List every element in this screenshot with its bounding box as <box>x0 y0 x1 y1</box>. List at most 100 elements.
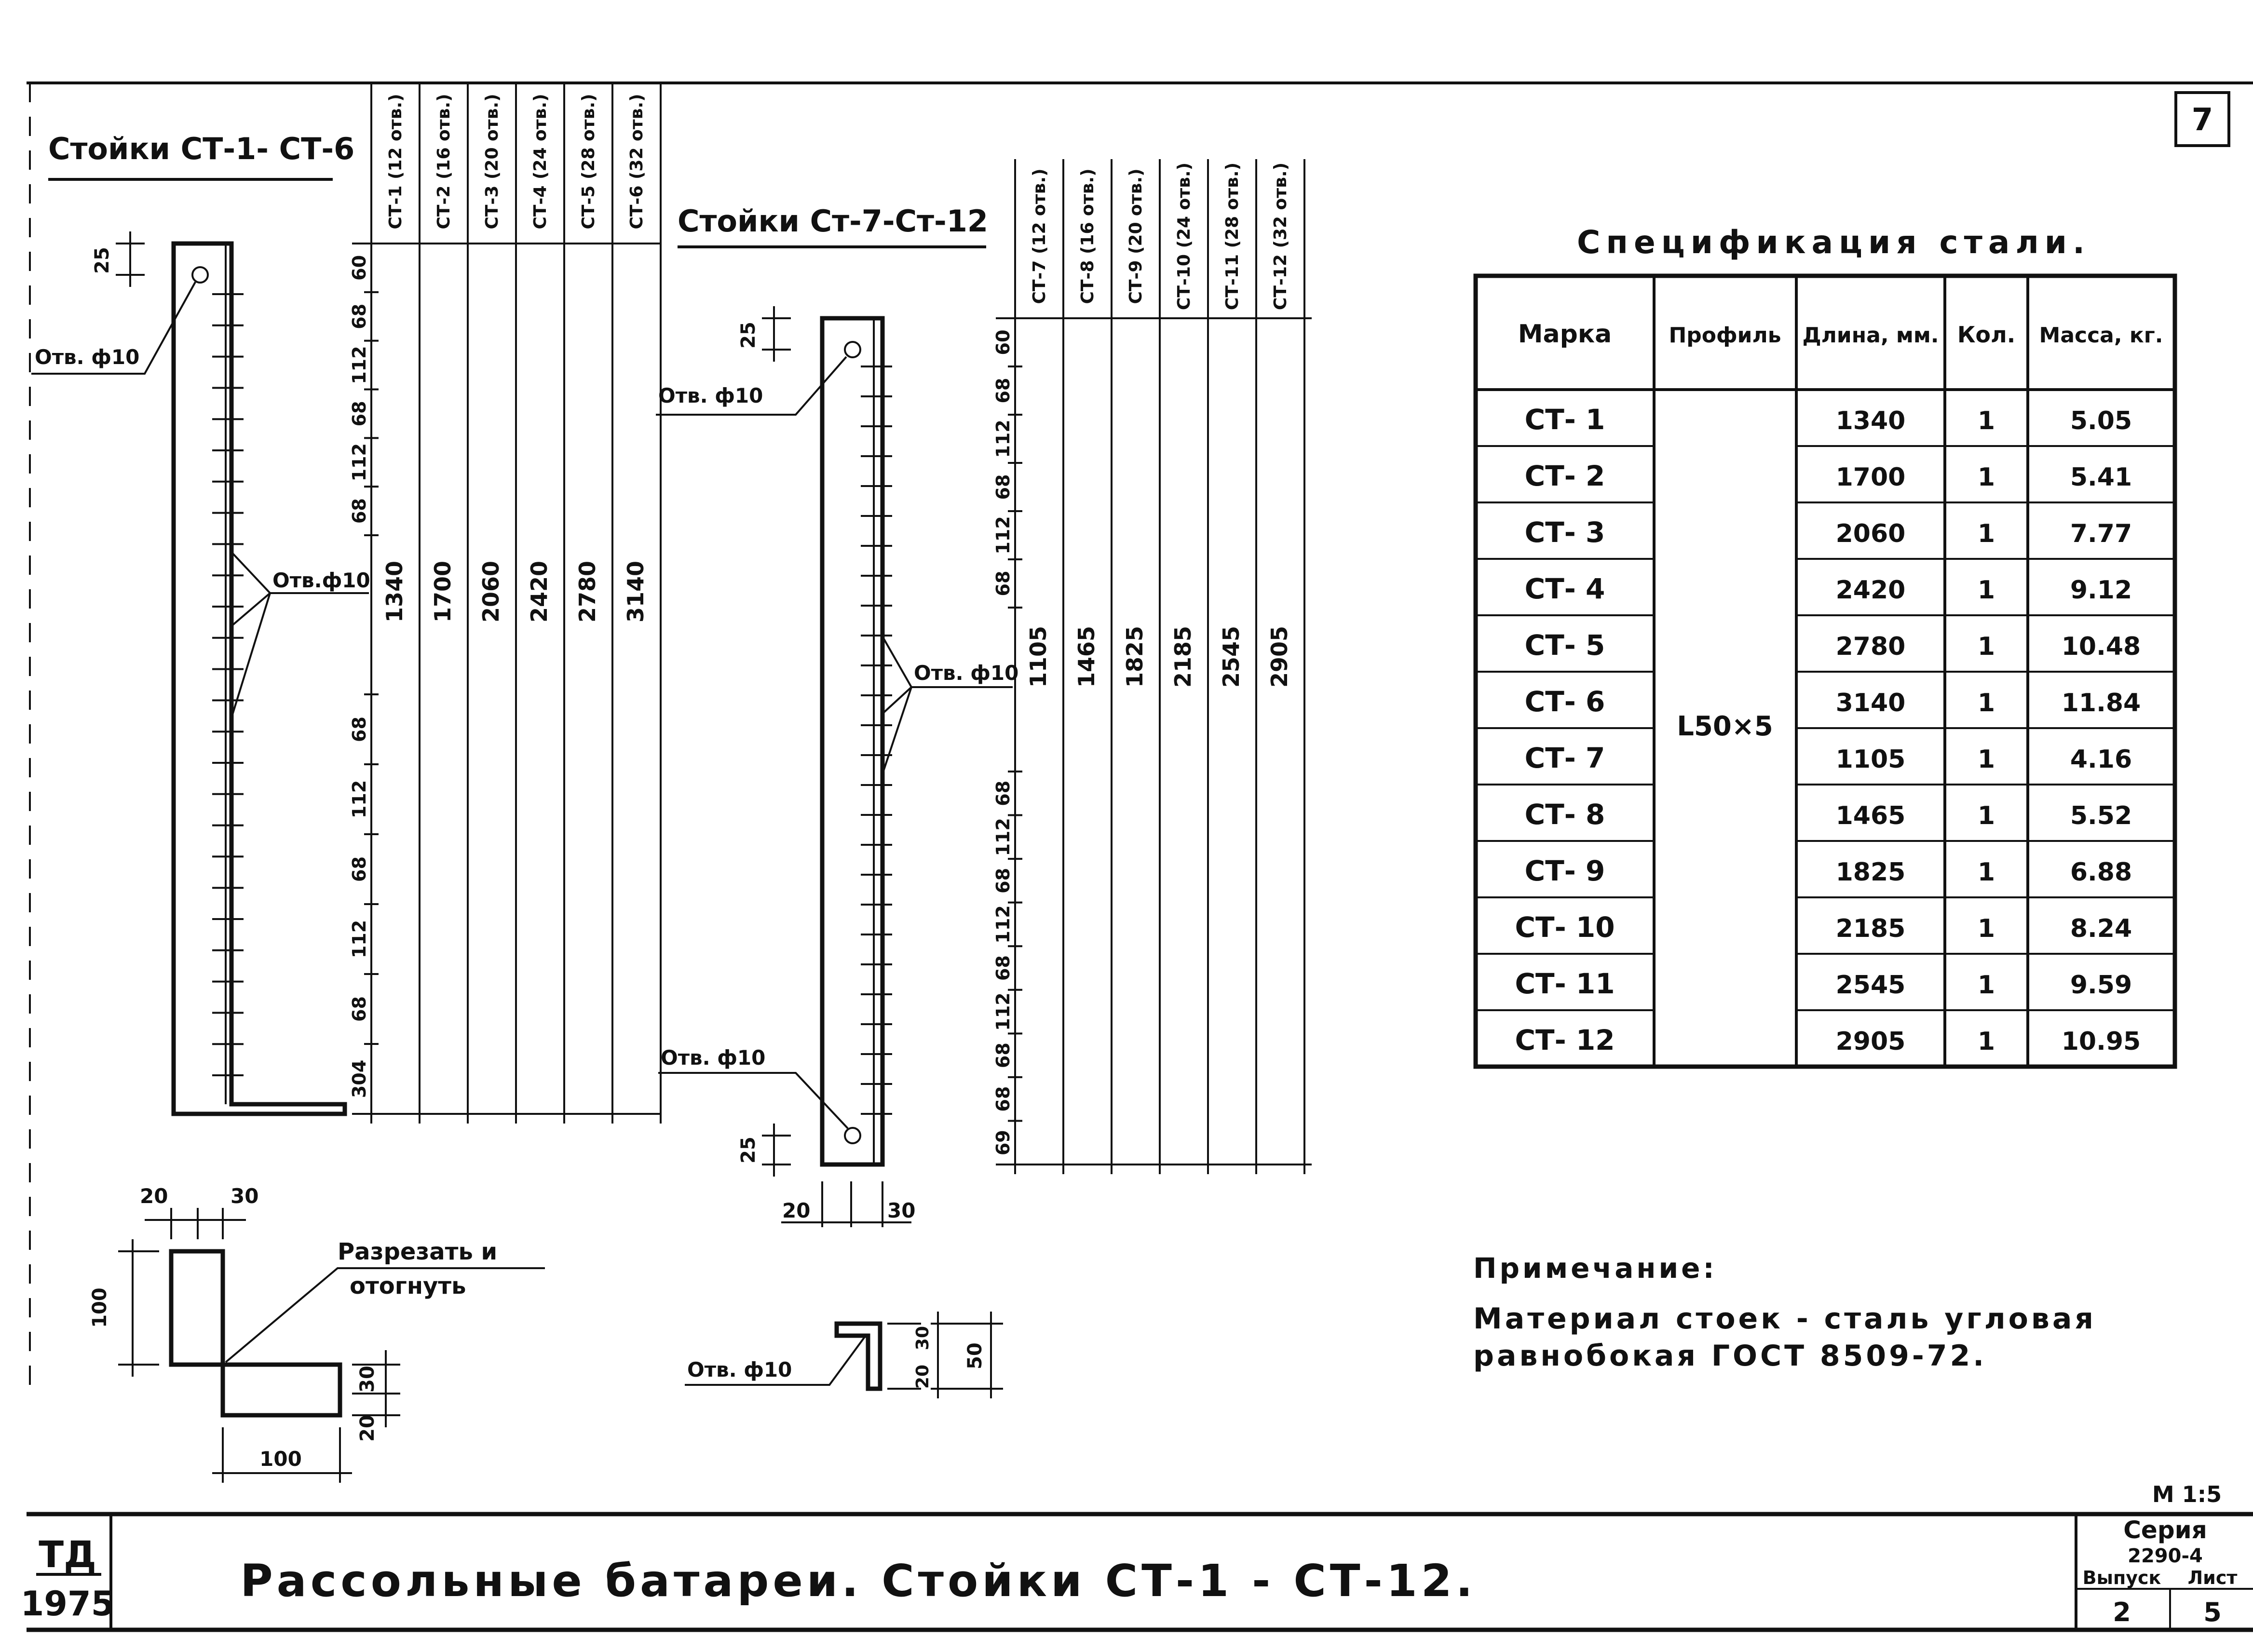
spec-cell-qty: 1 <box>1978 1027 1995 1056</box>
dim-label: 69 <box>992 1130 1014 1155</box>
group2-stand-drawing <box>820 316 892 1167</box>
column-label: СТ-9 (20 отв.) <box>1126 168 1146 304</box>
note-line2: равнобокая ГОСТ 8509-72. <box>1473 1339 1987 1373</box>
spec-table <box>1473 273 2177 1069</box>
spec-cell-mass: 10.48 <box>2062 632 2141 661</box>
column-length: 2185 <box>1170 626 1196 688</box>
spec-cell-qty: 1 <box>1978 745 1995 774</box>
column-length: 3140 <box>623 561 649 623</box>
dim-label: 60 <box>349 255 370 281</box>
column-label: СТ-5 (28 отв.) <box>579 94 598 229</box>
spec-cell-length: 1825 <box>1836 858 1906 887</box>
title-block-org: ТД <box>39 1533 96 1576</box>
group2-dim-25-top: 25 <box>737 306 791 362</box>
spec-cell-mark: СТ- 9 <box>1525 854 1605 887</box>
group1-hole-ticks <box>212 293 244 1076</box>
column-length: 1340 <box>381 561 407 623</box>
column-label: СТ-4 (24 отв.) <box>530 94 550 229</box>
spec-cell-mark: СТ- 1 <box>1525 403 1605 436</box>
dim-label: 68 <box>349 996 370 1022</box>
column-length: 2060 <box>478 561 504 623</box>
spec-header-mark: Марка <box>1518 320 1612 349</box>
spec-cell-mass: 5.41 <box>2070 463 2132 492</box>
spec-profile-merged: L50×5 <box>1677 711 1773 742</box>
detail-cut-note-line1: Разрезать и <box>338 1238 497 1265</box>
series-number: 2290-4 <box>2128 1545 2203 1567</box>
dim-label: 68 <box>992 1086 1014 1112</box>
dim-label: 112 <box>349 346 370 384</box>
dim-label: 68 <box>992 378 1014 404</box>
issue-label: Выпуск <box>2083 1567 2161 1588</box>
column-length: 1825 <box>1122 626 1148 688</box>
dim-label: 60 <box>992 330 1014 355</box>
drawing-title: Рассольные батареи. Стойки СТ-1 - СТ-12. <box>240 1555 1477 1607</box>
spec-cell-mark: СТ- 7 <box>1525 742 1605 774</box>
group2-width-dim-30: 30 <box>887 1199 915 1222</box>
issue-number: 2 <box>2113 1597 2131 1627</box>
spec-cell-mark: СТ- 5 <box>1525 629 1605 662</box>
column-length: 1700 <box>430 561 456 623</box>
spec-cell-mass: 5.52 <box>2070 801 2132 830</box>
detail-cut-note-line2: отогнуть <box>350 1273 466 1300</box>
column-length: 2905 <box>1266 626 1292 688</box>
detail-cut-dim-right-30: 30 <box>356 1366 379 1393</box>
column-label: СТ-11 (28 отв.) <box>1222 162 1242 310</box>
spec-cell-length: 1340 <box>1836 406 1906 435</box>
column-length: 2545 <box>1218 626 1244 688</box>
spec-cell-length: 2545 <box>1836 971 1906 1000</box>
detail-angle-leader <box>685 1335 867 1386</box>
spec-cell-length: 1465 <box>1836 801 1906 830</box>
dim-label: 112 <box>349 920 370 958</box>
dim-label: 68 <box>992 781 1014 806</box>
spec-cell-qty: 1 <box>1978 914 1995 943</box>
dim-label: 68 <box>992 571 1014 596</box>
group2-hole-bottom-label: Отв. ф10 <box>661 1046 765 1070</box>
detail-angle-drawing: 30 20 50 <box>685 1312 1003 1398</box>
dim-label: 68 <box>349 304 370 329</box>
spec-cell-mass: 5.05 <box>2070 406 2132 435</box>
group2-hole-top-leader <box>656 356 847 416</box>
scale-label: М 1:5 <box>2152 1481 2222 1507</box>
detail-cut-leader <box>225 1267 545 1363</box>
sheet-number: 7 <box>2192 102 2213 138</box>
dim-label: 68 <box>992 1043 1014 1068</box>
dim-label: 112 <box>992 516 1014 554</box>
sheet-in-series: 5 <box>2203 1597 2222 1627</box>
column-length: 1105 <box>1025 626 1051 688</box>
group1-hole-side-leader <box>230 551 369 721</box>
dim-label: 112 <box>349 780 370 818</box>
spec-cell-qty: 1 <box>1978 406 1995 435</box>
column-label: СТ-6 (32 отв.) <box>627 94 647 229</box>
column-length: 2420 <box>526 561 552 623</box>
dim-label: 112 <box>992 420 1014 458</box>
group2-width-dims: 20 30 <box>781 1181 915 1227</box>
dim-label: 68 <box>349 717 370 742</box>
detail-cut-dim-height: 100 <box>89 1287 111 1328</box>
spec-cell-mark: СТ- 10 <box>1515 911 1615 944</box>
detail-cut-dim-right-20: 20 <box>356 1415 379 1442</box>
column-label: СТ-10 (24 отв.) <box>1174 162 1194 310</box>
group1-stand-drawing <box>171 241 347 1116</box>
dim-label: 68 <box>349 401 370 426</box>
group2-hole-mid-label: Отв. ф10 <box>914 661 1018 685</box>
column-label: СТ-1 (12 отв.) <box>386 94 406 229</box>
group2-hole-bottom-leader <box>658 1072 849 1129</box>
group1-dim-25-label: 25 <box>91 247 113 274</box>
spec-cell-length: 1105 <box>1836 745 1906 774</box>
spec-cell-qty: 1 <box>1978 463 1995 492</box>
series-label: Серия <box>2123 1516 2207 1544</box>
dim-label: 68 <box>349 856 370 882</box>
column-length: 2780 <box>574 561 600 623</box>
group1-hole-top-leader <box>31 282 196 375</box>
column-length: 1465 <box>1073 626 1099 688</box>
group2-hole-ticks <box>861 366 892 1115</box>
dim-label: 68 <box>992 955 1014 981</box>
group2-title: Стойки Ст-7-Ст-12 <box>678 203 988 239</box>
title-block-year: 1975 <box>21 1584 115 1624</box>
spec-cell-qty: 1 <box>1978 519 1995 548</box>
spec-cell-mass: 9.12 <box>2070 576 2132 605</box>
group2-hole-top-label: Отв. ф10 <box>658 384 763 407</box>
